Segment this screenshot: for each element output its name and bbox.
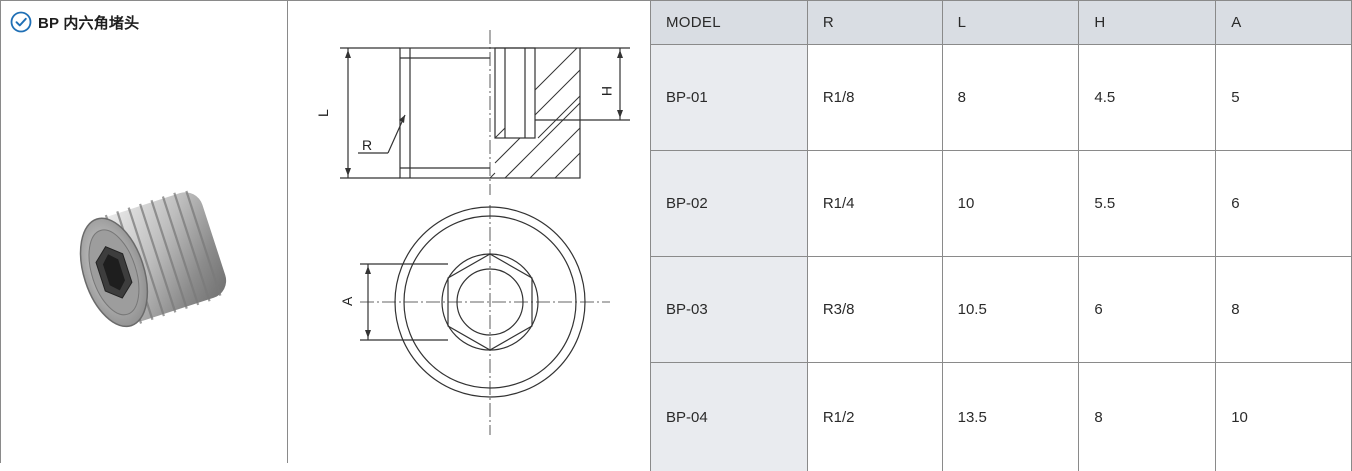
technical-drawing: L H R A bbox=[300, 20, 640, 440]
table-row: BP-01 R1/8 8 4.5 5 bbox=[651, 45, 1352, 151]
table-row: BP-04 R1/2 13.5 8 10 bbox=[651, 363, 1352, 471]
table-header-row: MODEL R L H A bbox=[651, 1, 1352, 45]
cell-l: 10 bbox=[942, 151, 1079, 257]
cell-l: 13.5 bbox=[942, 363, 1079, 471]
header-model: MODEL bbox=[651, 1, 808, 45]
label-L: L bbox=[315, 109, 331, 117]
column-divider-photo bbox=[287, 0, 288, 463]
top-border bbox=[0, 0, 650, 1]
cell-model: BP-03 bbox=[651, 257, 808, 363]
header-r: R bbox=[807, 1, 942, 45]
label-A: A bbox=[339, 296, 355, 306]
cell-r: R1/2 bbox=[807, 363, 942, 471]
cell-l: 10.5 bbox=[942, 257, 1079, 363]
cell-h: 8 bbox=[1079, 363, 1216, 471]
cell-model: BP-02 bbox=[651, 151, 808, 257]
cell-a: 10 bbox=[1216, 363, 1352, 471]
cell-a: 8 bbox=[1216, 257, 1352, 363]
cell-h: 6 bbox=[1079, 257, 1216, 363]
cell-h: 4.5 bbox=[1079, 45, 1216, 151]
spec-table: MODEL R L H A BP-01 R1/8 8 4.5 5 BP-02 R… bbox=[650, 0, 1352, 471]
check-circle-icon bbox=[10, 11, 32, 33]
product-title-row: BP 内六角堵头 bbox=[10, 11, 139, 33]
cell-r: R3/8 bbox=[807, 257, 942, 363]
cell-r: R1/4 bbox=[807, 151, 942, 257]
label-H: H bbox=[599, 86, 615, 96]
cell-model: BP-04 bbox=[651, 363, 808, 471]
cell-r: R1/8 bbox=[807, 45, 942, 151]
header-a: A bbox=[1216, 1, 1352, 45]
header-h: H bbox=[1079, 1, 1216, 45]
label-R: R bbox=[362, 137, 372, 153]
table-row: BP-02 R1/4 10 5.5 6 bbox=[651, 151, 1352, 257]
product-photo bbox=[62, 165, 242, 355]
cell-h: 5.5 bbox=[1079, 151, 1216, 257]
cell-l: 8 bbox=[942, 45, 1079, 151]
table-row: BP-03 R3/8 10.5 6 8 bbox=[651, 257, 1352, 363]
cell-a: 6 bbox=[1216, 151, 1352, 257]
cell-a: 5 bbox=[1216, 45, 1352, 151]
product-title: BP 内六角堵头 bbox=[38, 12, 139, 33]
left-border bbox=[0, 0, 1, 463]
header-l: L bbox=[942, 1, 1079, 45]
cell-model: BP-01 bbox=[651, 45, 808, 151]
